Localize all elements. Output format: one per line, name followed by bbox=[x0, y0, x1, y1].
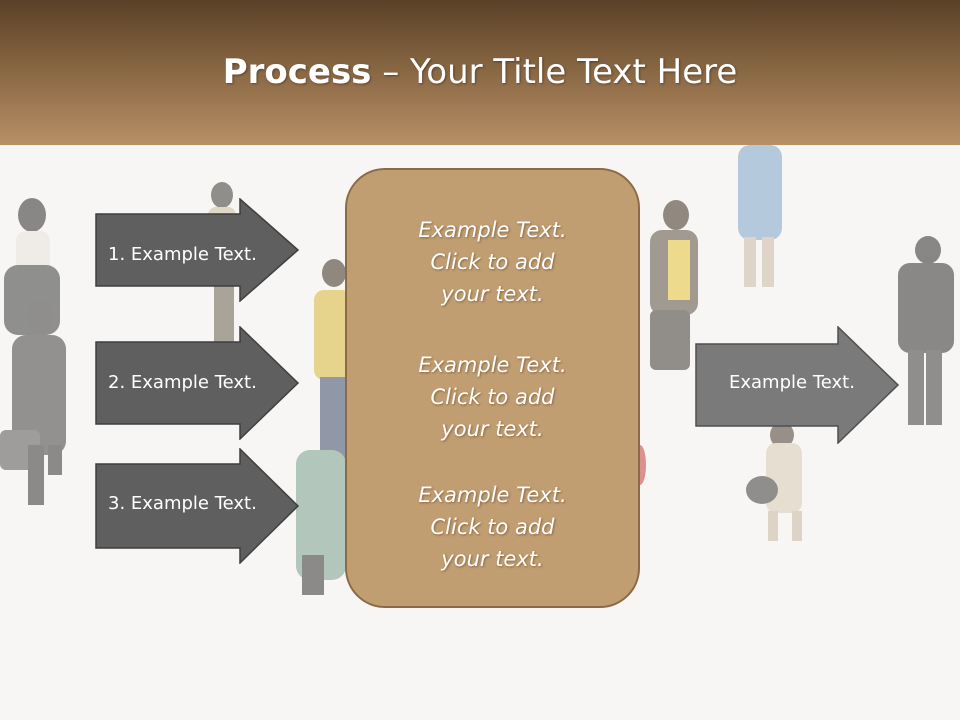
title-rest-text: – Your Title Text Here bbox=[371, 52, 738, 92]
title-banner bbox=[0, 0, 960, 145]
paragraph-line: Example Text. bbox=[418, 483, 567, 507]
center-paragraph-2: Example Text. Click to add your text. bbox=[347, 349, 638, 445]
paragraph-line: Click to add bbox=[430, 250, 555, 274]
center-text-box[interactable]: Example Text. Click to add your text. Ex… bbox=[345, 168, 640, 608]
background-figures-image bbox=[0, 145, 954, 595]
right-arrow[interactable] bbox=[695, 326, 900, 444]
paragraph-line: your text. bbox=[441, 417, 544, 441]
left-arrow-3-label: 3. Example Text. bbox=[108, 493, 257, 514]
right-arrow-label: Example Text. bbox=[729, 372, 855, 393]
left-arrow-1-label: 1. Example Text. bbox=[108, 244, 257, 265]
paragraph-line: Click to add bbox=[430, 515, 555, 539]
left-arrow-1[interactable] bbox=[95, 198, 300, 302]
center-paragraph-1: Example Text. Click to add your text. bbox=[347, 214, 638, 310]
paragraph-line: Example Text. bbox=[418, 218, 567, 242]
slide-title[interactable]: Process – Your Title Text Here bbox=[0, 52, 960, 92]
paragraph-line: Click to add bbox=[430, 385, 555, 409]
left-arrow-3[interactable] bbox=[95, 448, 300, 564]
paragraph-line: your text. bbox=[441, 282, 544, 306]
paragraph-line: your text. bbox=[441, 547, 544, 571]
center-paragraph-3: Example Text. Click to add your text. bbox=[347, 479, 638, 575]
title-bold-text: Process bbox=[222, 52, 372, 92]
left-arrow-2[interactable] bbox=[95, 326, 300, 440]
left-arrow-2-label: 2. Example Text. bbox=[108, 372, 257, 393]
paragraph-line: Example Text. bbox=[418, 353, 567, 377]
